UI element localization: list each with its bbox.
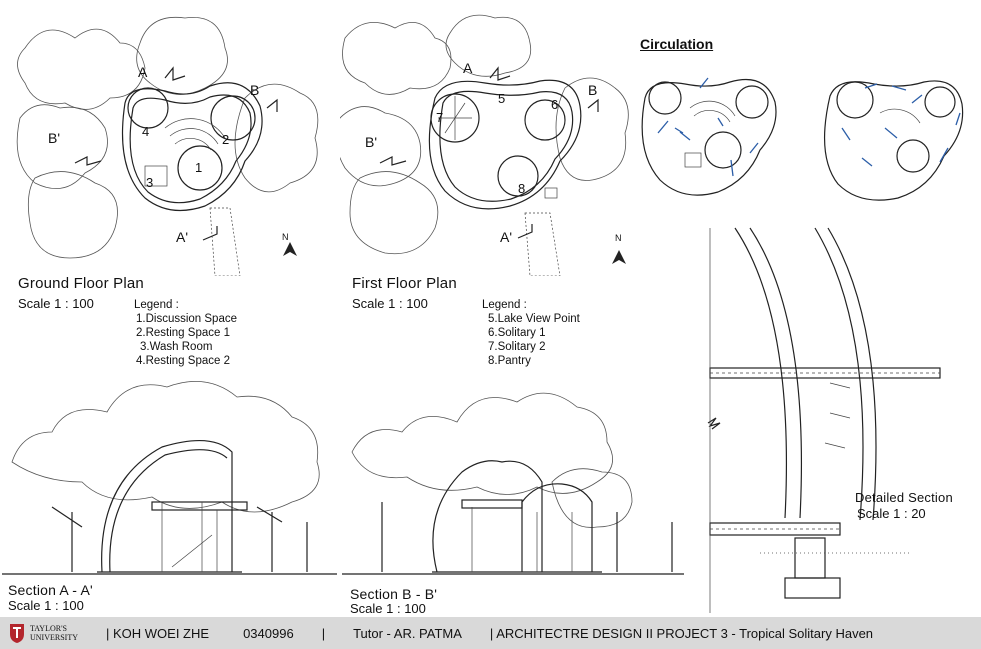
first-floor-room-8: 8: [518, 181, 526, 196]
first-floor-mark-b: B: [588, 82, 598, 98]
footer-separator: |: [321, 625, 326, 641]
first-floor-mark-a: A: [463, 60, 473, 76]
ground-floor-north-label: N: [282, 232, 289, 242]
ground-floor-mark-b-prime: B': [48, 130, 61, 146]
first-floor-mark-b-prime: B': [365, 134, 378, 150]
first-floor-legend-item: 5.Lake View Point: [488, 313, 580, 325]
first-floor-legend: Legend : 5.Lake View Point 6.Solitary 1 …: [478, 298, 580, 368]
detailed-section-drawing: [707, 227, 941, 613]
student-name: | KOH WOEI ZHE: [106, 625, 210, 641]
ground-floor-room-3: 3: [146, 175, 154, 190]
taylors-crest-icon: [10, 624, 24, 643]
ground-floor-room-2: 2: [222, 132, 230, 147]
first-floor-title: First Floor Plan: [352, 275, 457, 292]
section-bb-scale: Scale 1 : 100: [350, 601, 426, 616]
ground-floor-legend-item: 2.Resting Space 1: [136, 327, 230, 339]
section-bb-drawing: [342, 392, 684, 575]
ground-floor-legend-item: 3.Wash Room: [140, 341, 213, 353]
ground-floor-legend: Legend : 1.Discussion Space 2.Resting Sp…: [126, 298, 237, 368]
section-aa-drawing: [2, 381, 337, 575]
section-aa-title: Section A - A': [8, 582, 93, 598]
ground-floor-legend-title: Legend :: [134, 299, 179, 311]
first-floor-north-label: N: [615, 233, 622, 243]
first-floor-room-6: 6: [551, 97, 559, 112]
first-floor-scale: Scale 1 : 100: [352, 296, 428, 311]
first-floor-mark-a-prime: A': [500, 229, 513, 245]
student-id: 0340996: [243, 625, 294, 641]
ground-floor-room-4: 4: [142, 124, 150, 139]
first-floor-legend-item: 6.Solitary 1: [488, 327, 546, 339]
ground-floor-mark-b: B: [250, 82, 260, 98]
taylors-logo: TAYLOR'S UNIVERSITY: [8, 622, 98, 644]
ground-floor-room-1: 1: [195, 160, 203, 175]
tutor-name: Tutor - AR. PATMA: [353, 625, 462, 641]
footer-bar: TAYLOR'S UNIVERSITY | KOH WOEI ZHE 03409…: [0, 617, 981, 649]
ground-floor-title: Ground Floor Plan: [18, 275, 144, 292]
first-floor-legend-item: 8.Pantry: [488, 355, 531, 367]
first-floor-plan-drawing: [340, 14, 629, 276]
first-floor-legend-item: 7.Solitary 2: [488, 341, 546, 353]
ground-floor-mark-a-prime: A': [176, 229, 189, 245]
detailed-section-title: Detailed Section: [855, 490, 953, 505]
logo-line-2: UNIVERSITY: [30, 633, 78, 642]
section-bb-title: Section B - B': [350, 586, 438, 602]
ground-floor-scale: Scale 1 : 100: [18, 296, 94, 311]
logo-line-1: TAYLOR'S: [30, 624, 67, 633]
ground-floor-plan-drawing: [16, 16, 319, 276]
first-floor-legend-title: Legend :: [482, 299, 527, 311]
ground-floor-legend-item: 1.Discussion Space: [136, 313, 237, 325]
circulation-diagrams: [641, 77, 964, 201]
first-floor-room-7: 7: [436, 110, 444, 125]
project-title: | ARCHITECTRE DESIGN II PROJECT 3 - Trop…: [489, 625, 874, 641]
first-floor-room-5: 5: [498, 91, 506, 106]
ground-floor-legend-item: 4.Resting Space 2: [136, 355, 230, 367]
ground-floor-mark-a: A: [138, 64, 148, 80]
section-aa-scale: Scale 1 : 100: [8, 598, 84, 613]
circulation-title: Circulation: [640, 36, 714, 52]
detailed-section-scale: Scale 1 : 20: [857, 506, 926, 521]
